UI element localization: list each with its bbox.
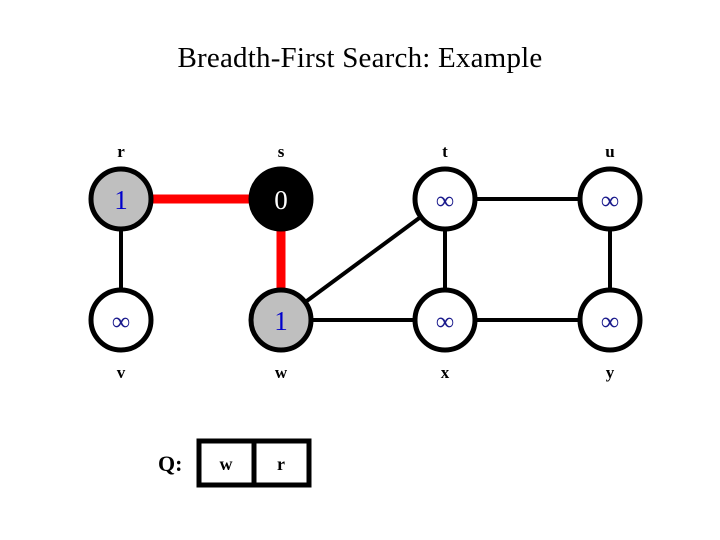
node-y[interactable]: ∞ y: [577, 287, 643, 382]
node-y-label: y: [606, 363, 615, 382]
node-t[interactable]: ∞ t: [412, 142, 478, 232]
node-x-circle[interactable]: [412, 287, 478, 353]
queue-cell-1-text: r: [277, 454, 285, 474]
node-s[interactable]: 0 s: [248, 142, 314, 232]
node-r-label: r: [117, 142, 125, 161]
node-x-label: x: [441, 363, 450, 382]
node-r-distance: 1: [114, 185, 128, 215]
node-u-distance: ∞: [601, 186, 620, 215]
graph-edges-plain: [119, 197, 612, 322]
node-w-label: w: [275, 363, 288, 382]
node-s-circle[interactable]: [248, 166, 314, 232]
edge-w-t: [279, 197, 447, 322]
node-w-circle[interactable]: [248, 287, 314, 353]
node-w[interactable]: 1 w: [248, 287, 314, 382]
node-u[interactable]: ∞ u: [577, 142, 643, 232]
node-x-distance: ∞: [436, 307, 455, 336]
node-v[interactable]: ∞ v: [88, 287, 154, 382]
node-t-distance: ∞: [436, 186, 455, 215]
node-v-label: v: [117, 363, 126, 382]
node-r-circle[interactable]: [88, 166, 154, 232]
queue-cell-0-text: w: [220, 454, 233, 474]
node-x[interactable]: ∞ x: [412, 287, 478, 382]
node-v-distance: ∞: [112, 307, 131, 336]
page-title: Breadth-First Search: Example: [177, 42, 543, 74]
node-u-circle[interactable]: [577, 166, 643, 232]
node-r[interactable]: 1 r: [88, 142, 154, 232]
node-t-circle[interactable]: [412, 166, 478, 232]
node-s-distance: 0: [274, 185, 288, 215]
queue: Q: w r: [158, 438, 312, 488]
node-y-circle[interactable]: [577, 287, 643, 353]
queue-cell-1-box[interactable]: [251, 438, 312, 488]
node-v-circle[interactable]: [88, 287, 154, 353]
node-y-distance: ∞: [601, 307, 620, 336]
node-t-label: t: [442, 142, 448, 161]
node-w-distance: 1: [274, 306, 288, 336]
queue-label: Q:: [158, 451, 182, 476]
node-u-label: u: [605, 142, 614, 161]
node-s-label: s: [278, 142, 285, 161]
